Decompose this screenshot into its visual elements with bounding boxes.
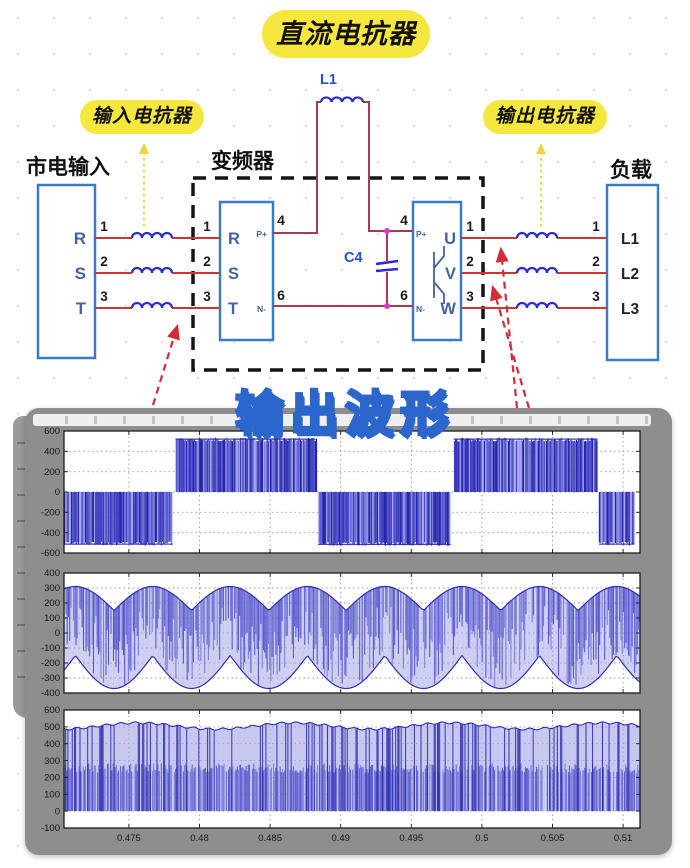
capacitor-icon xyxy=(375,259,399,273)
scope-back-toolbar-marks xyxy=(17,442,27,692)
inductor-coil-icon xyxy=(515,231,559,239)
scope-window xyxy=(25,408,672,855)
dc-link-wires xyxy=(273,101,413,307)
load-terminal-l3: L3 xyxy=(621,301,639,318)
pin-number: 2 xyxy=(592,254,600,269)
output-reactor-pointer xyxy=(536,143,546,226)
inductor-coil-icon xyxy=(130,231,174,239)
mains-terminal-t: T xyxy=(76,299,87,318)
inductor-coil-icon xyxy=(515,301,559,309)
pin-number: 3 xyxy=(466,289,474,304)
title-badge: 直流电抗器 xyxy=(262,10,430,58)
callout-arrow-output-w xyxy=(490,284,531,409)
pin-number-4: 4 xyxy=(277,212,285,228)
igbt-icon xyxy=(433,246,445,304)
pin-number: 3 xyxy=(203,289,211,304)
scope-toolbar-icons xyxy=(39,416,651,424)
rectifier-p-plus: P+ xyxy=(256,229,267,239)
inductor-coil-icon xyxy=(130,266,174,274)
pin-number: 1 xyxy=(592,219,600,234)
pin-number: 2 xyxy=(466,254,474,269)
pin-number: 2 xyxy=(203,254,211,269)
mains-input-label: 市电输入 xyxy=(26,156,110,179)
circuit-schematic: L1 C4 R S T 1 2 3 1 2 3 R S T P+ N- 4 6 … xyxy=(36,72,660,409)
junction-dot xyxy=(384,303,390,309)
scope-toolbar xyxy=(33,414,651,426)
pin-number-4: 4 xyxy=(400,212,408,228)
mains-input-box xyxy=(36,183,97,360)
pin-number: 1 xyxy=(203,219,211,234)
output-reactor-coils xyxy=(515,231,559,309)
pin-number: 2 xyxy=(100,254,108,269)
dc-capacitor-label: C4 xyxy=(344,250,363,266)
input-phase-wires xyxy=(95,237,220,309)
pin-number: 3 xyxy=(100,289,108,304)
pin-number-6: 6 xyxy=(400,287,408,303)
pin-number: 1 xyxy=(100,219,108,234)
rectifier-terminal-s: S xyxy=(228,265,239,283)
dc-inductor-coil-icon xyxy=(319,96,365,103)
arrow-up-icon xyxy=(536,143,546,154)
inverter-n-minus: N- xyxy=(416,304,425,314)
callout-arrow-output-u xyxy=(495,246,519,409)
rectifier-n-minus: N- xyxy=(257,304,266,314)
inverter-label: 变频器 xyxy=(211,150,274,173)
output-phase-wires xyxy=(461,237,607,309)
callout-arrow-input xyxy=(151,323,180,406)
load-box xyxy=(605,183,660,362)
pin-number: 1 xyxy=(466,219,474,234)
load-label: 负载 xyxy=(610,159,652,182)
inverter-enclosure-dashed-box xyxy=(191,176,485,372)
rectifier-terminal-r: R xyxy=(228,230,240,248)
output-reactor-badge: 输出电抗器 xyxy=(483,100,607,134)
rectifier-box xyxy=(218,200,275,342)
load-terminal-l1: L1 xyxy=(621,231,639,248)
junction-dot xyxy=(384,228,390,234)
inverter-output-v: V xyxy=(445,265,456,283)
input-reactor-badge: 输入电抗器 xyxy=(80,100,204,134)
inductor-coil-icon xyxy=(130,301,174,309)
arrow-up-icon xyxy=(139,143,149,154)
input-reactor-coils xyxy=(130,231,174,309)
load-terminal-l2: L2 xyxy=(621,266,639,283)
inverter-output-u: U xyxy=(444,230,456,248)
input-reactor-pointer xyxy=(139,143,149,226)
inverter-output-w: W xyxy=(440,300,456,318)
pin-number: 3 xyxy=(592,289,600,304)
inverter-p-plus: P+ xyxy=(416,229,427,239)
inverter-output-box xyxy=(411,200,463,342)
output-waveform-title: 输出波形 xyxy=(234,387,455,443)
mains-terminal-s: S xyxy=(75,264,86,283)
dc-inductor-label: L1 xyxy=(320,72,337,88)
rectifier-terminal-t: T xyxy=(228,300,238,318)
mains-terminal-r: R xyxy=(74,229,86,248)
inductor-coil-icon xyxy=(515,266,559,274)
pin-number-6: 6 xyxy=(277,287,285,303)
